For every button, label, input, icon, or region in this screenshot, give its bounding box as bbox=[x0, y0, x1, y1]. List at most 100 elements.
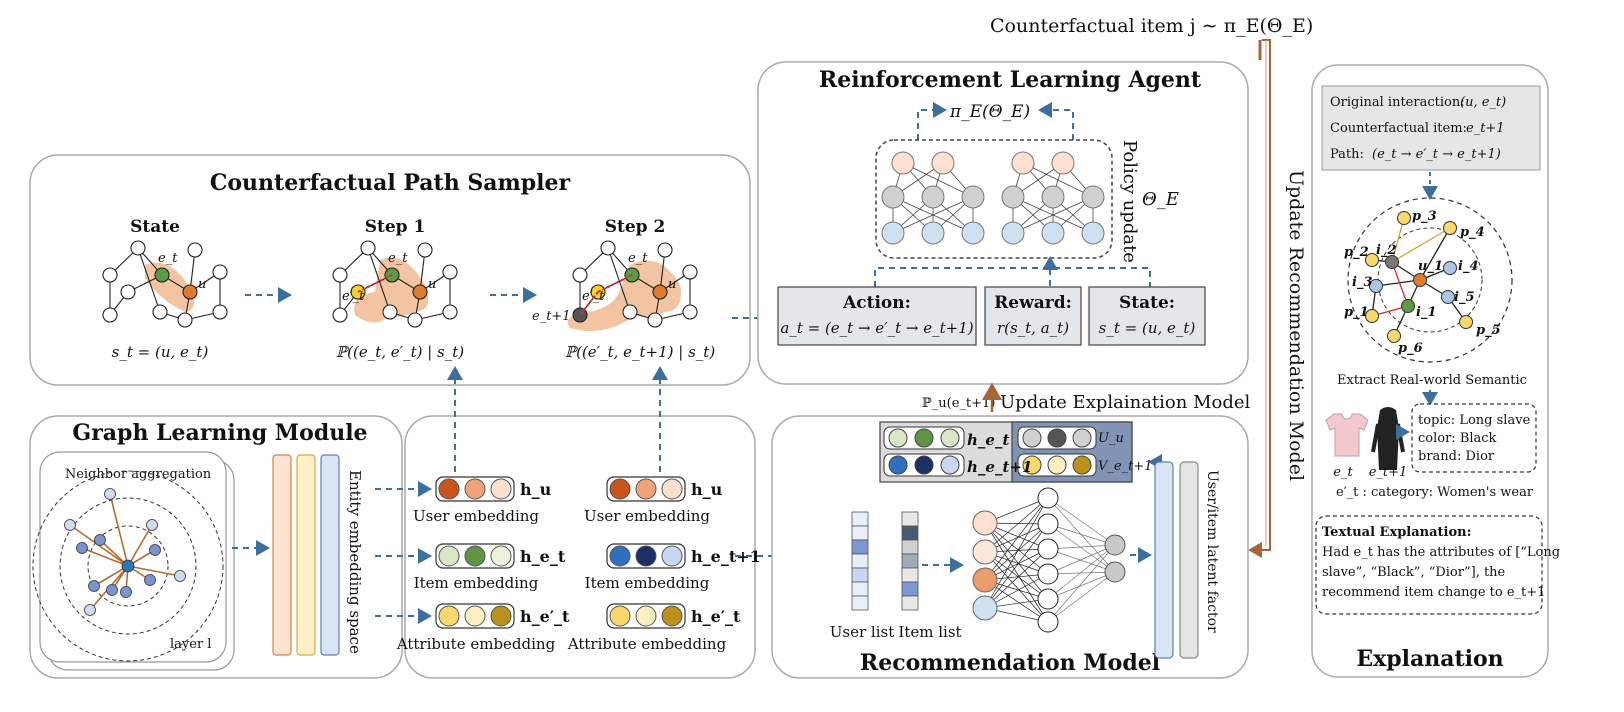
embedding-dot bbox=[438, 545, 460, 567]
graph-edge bbox=[607, 247, 631, 313]
extract-semantic-label: Extract Real-world Semantic bbox=[1337, 373, 1527, 388]
latent-dot bbox=[914, 455, 934, 475]
cf-item-label: Counterfactual item: bbox=[1330, 121, 1467, 136]
graph-node bbox=[600, 240, 616, 256]
embedding-symbol: h_e_t bbox=[520, 547, 566, 566]
latent-factor-bar-gray bbox=[1179, 461, 1199, 659]
mlp-edge bbox=[984, 551, 1049, 600]
net-neuron bbox=[1041, 221, 1065, 245]
item-list-cell bbox=[901, 511, 919, 527]
net-neuron bbox=[921, 221, 945, 245]
graph-node bbox=[442, 264, 458, 280]
expl-node bbox=[1365, 253, 1379, 267]
latent-dot bbox=[1072, 455, 1092, 475]
mlp-input-neuron bbox=[972, 539, 998, 565]
net-neuron bbox=[1001, 221, 1025, 245]
embedding-caption: Item embedding bbox=[414, 574, 539, 592]
aggregation-node bbox=[149, 544, 161, 556]
graph-node bbox=[332, 307, 348, 323]
path-label: Path: bbox=[1330, 147, 1364, 162]
glm-title: Graph Learning Module bbox=[72, 420, 367, 446]
embedding-symbol: h_e_t+1 bbox=[691, 547, 761, 566]
mlp-edge bbox=[1047, 523, 1116, 573]
net-neuron bbox=[1051, 151, 1075, 175]
aggregation-node bbox=[88, 580, 100, 592]
path-value: (e_t → e′_t → e_t+1) bbox=[1372, 147, 1501, 162]
aggregation-ring bbox=[59, 497, 197, 635]
reinforcement-learning-agent: Reinforcement Learning Agent π_E(Θ_E) Po… bbox=[757, 61, 1249, 385]
path-edge bbox=[357, 274, 393, 293]
attr-topic: topic: Long slave bbox=[1418, 413, 1531, 428]
net-neuron bbox=[961, 221, 985, 245]
cf-item-value: e_t+1 bbox=[1466, 121, 1505, 136]
node-label-u: u bbox=[428, 277, 436, 292]
mlp-edge bbox=[1047, 571, 1116, 623]
net-neuron bbox=[1041, 185, 1065, 209]
expl-node bbox=[1459, 315, 1473, 329]
graph-node bbox=[407, 312, 423, 328]
step1-formula: ℙ((e_t, e′_t) | s_t) bbox=[336, 343, 464, 361]
mlp-edge bbox=[984, 523, 1049, 581]
embedding-caption: User embedding bbox=[413, 507, 539, 525]
explanation-title: Explanation bbox=[1356, 646, 1503, 672]
mlp-output-neuron bbox=[1104, 534, 1126, 556]
embedding-caption: Attribute embedding bbox=[396, 635, 556, 653]
entity-embedding-space-label: Entity embedding space bbox=[346, 470, 364, 654]
embedding-symbol: h_e′_t bbox=[691, 607, 741, 626]
mlp-edge bbox=[984, 522, 1049, 600]
net-neuron bbox=[1011, 151, 1035, 175]
user-list-cell bbox=[851, 539, 869, 555]
graph-node bbox=[647, 312, 663, 328]
state-title: State: bbox=[1119, 293, 1175, 313]
state-formula-box: s_t = (u, e_t) bbox=[1099, 319, 1196, 337]
policy-output: π_E(Θ_E) bbox=[949, 102, 1030, 122]
latent-factor-label: User/item latent factor bbox=[1204, 470, 1220, 633]
path-edge bbox=[597, 274, 633, 293]
counterfactual-path-sampler: Counterfactual Path Sampler e_tu e_tue′_… bbox=[29, 154, 777, 386]
latent-factor-bar-blue bbox=[1154, 461, 1174, 659]
mlp-edge bbox=[1047, 544, 1116, 575]
mlp-edge bbox=[1047, 571, 1116, 600]
net-neuron bbox=[1081, 221, 1105, 245]
embedding-symbol: h_e′_t bbox=[520, 607, 570, 626]
mlp-edge bbox=[984, 523, 1049, 609]
embedding-dot bbox=[464, 478, 486, 500]
mlp-edge bbox=[1047, 544, 1116, 600]
mlp-output-neuron bbox=[1104, 561, 1126, 583]
embedding-dot bbox=[635, 478, 657, 500]
expl-node-label: u_1 bbox=[1418, 259, 1443, 274]
expl-node-label: i_2 bbox=[1376, 243, 1396, 258]
item-list-cell bbox=[901, 567, 919, 583]
embedding-bar-blue bbox=[320, 454, 340, 656]
embedding-dot bbox=[464, 605, 486, 627]
attributes-box bbox=[1411, 403, 1537, 473]
latent-dot bbox=[888, 428, 908, 448]
expl-edge bbox=[1375, 279, 1421, 287]
expl-edge bbox=[1419, 227, 1451, 281]
embedding-symbol: h_u bbox=[520, 480, 552, 499]
net-neuron bbox=[961, 185, 985, 209]
highlight-region bbox=[354, 257, 429, 323]
latent-dot bbox=[914, 428, 934, 448]
mlp-input-neuron bbox=[972, 567, 998, 593]
graph-node bbox=[442, 304, 458, 320]
latent-dot bbox=[1047, 428, 1067, 448]
item-list-cell bbox=[901, 595, 919, 611]
mlp-edge bbox=[1047, 571, 1116, 575]
embedding-dot bbox=[609, 605, 631, 627]
expl-node-label: p_1 bbox=[1344, 305, 1369, 320]
mlp-hidden-neuron bbox=[1037, 563, 1059, 585]
user-list-cell bbox=[851, 567, 869, 583]
expl-node-label: i_3 bbox=[1352, 275, 1372, 290]
expl-node-label: i_5 bbox=[1454, 290, 1474, 305]
embedding-dot bbox=[438, 478, 460, 500]
reward-title: Reward: bbox=[994, 293, 1072, 313]
graph-edge bbox=[367, 247, 391, 313]
prob-label: ℙ_u(e_t+1) bbox=[922, 396, 995, 411]
graph-node bbox=[622, 304, 638, 320]
user-list-cell bbox=[851, 553, 869, 569]
aggregation-node bbox=[120, 586, 132, 598]
net-neuron bbox=[881, 185, 905, 209]
aggregation-ring bbox=[87, 525, 169, 607]
h-et-label: h_e_t bbox=[967, 431, 1009, 449]
